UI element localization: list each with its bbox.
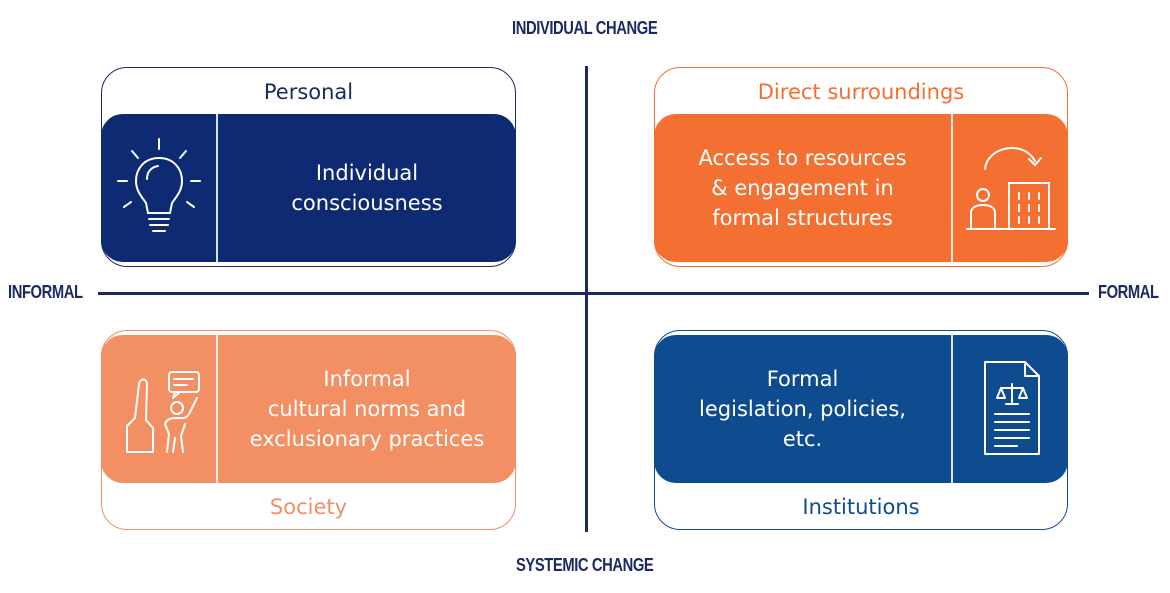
- frame-title-institutions: Institutions: [802, 495, 920, 519]
- card-text-informal-norms: Informal cultural norms and exclusionary…: [218, 335, 516, 483]
- text-line: Access to resources: [698, 146, 907, 170]
- text-line: formal structures: [712, 206, 893, 230]
- vertical-axis-line: [585, 66, 588, 532]
- horizontal-axis-line: [98, 292, 1089, 295]
- text-line: Individual: [315, 161, 419, 185]
- card-text-access-to-resources: Access to resources & engagement in form…: [654, 114, 951, 262]
- axis-label-top: INDIVIDUAL CHANGE: [512, 18, 658, 38]
- text-line: & engagement in: [711, 176, 894, 200]
- stop-hand-speaker-icon: [101, 335, 216, 483]
- card-separator: [216, 114, 218, 262]
- text-line: consciousness: [291, 191, 443, 215]
- card-text-individual-consciousness: Individual consciousness: [218, 114, 516, 262]
- text-line: cultural norms and: [267, 397, 467, 421]
- person-building-icon: [953, 114, 1068, 262]
- legal-document-icon: [953, 335, 1068, 483]
- text-line: legislation, policies,: [699, 397, 906, 421]
- text-line: Informal: [323, 367, 411, 391]
- lightbulb-icon: [101, 114, 216, 262]
- card-individual-consciousness: Individual consciousness: [101, 114, 516, 262]
- axis-label-bottom: SYSTEMIC CHANGE: [516, 555, 654, 575]
- axis-label-right: FORMAL: [1098, 282, 1159, 302]
- axis-label-left: INFORMAL: [8, 282, 83, 302]
- card-separator: [951, 335, 953, 483]
- text-line: exclusionary practices: [249, 427, 485, 451]
- frame-title-personal: Personal: [263, 80, 354, 104]
- card-access-to-resources: Access to resources & engagement in form…: [654, 114, 1068, 262]
- card-text-formal-legislation: Formal legislation, policies, etc.: [654, 335, 951, 483]
- card-informal-norms: Informal cultural norms and exclusionary…: [101, 335, 516, 483]
- card-separator: [951, 114, 953, 262]
- card-formal-legislation: Formal legislation, policies, etc.: [654, 335, 1068, 483]
- text-line: Formal: [766, 367, 839, 391]
- frame-title-direct-surroundings: Direct surroundings: [757, 80, 965, 104]
- card-separator: [216, 335, 218, 483]
- text-line: etc.: [782, 427, 823, 451]
- frame-title-society: Society: [269, 495, 348, 519]
